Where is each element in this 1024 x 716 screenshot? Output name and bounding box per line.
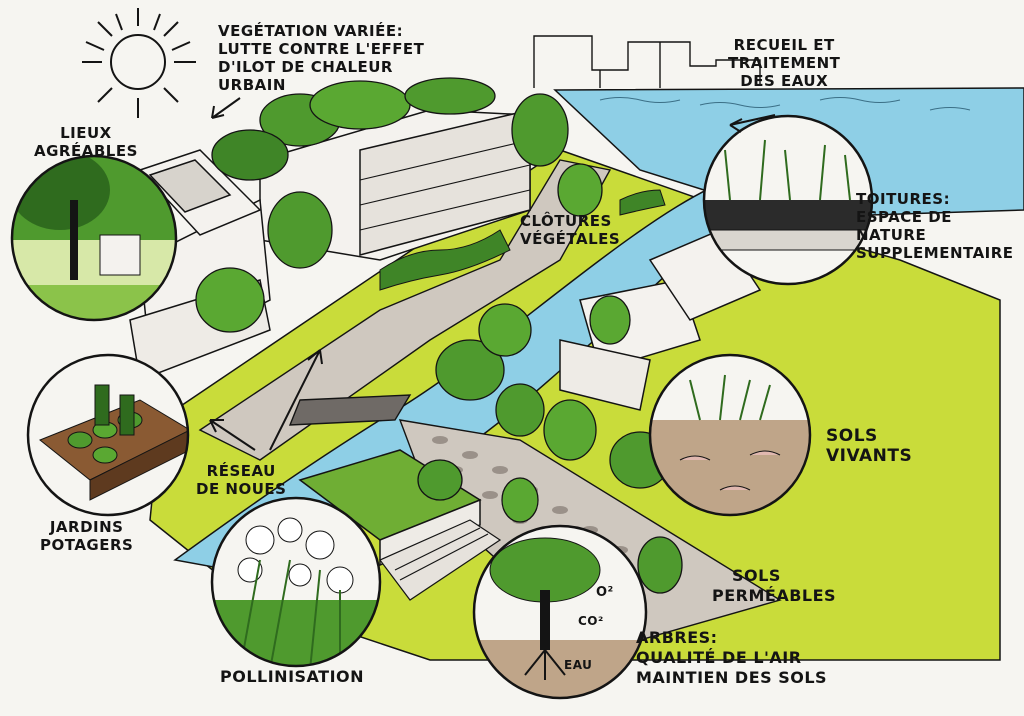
label-sols-vivants: SOLS VIVANTS	[826, 426, 912, 466]
label-co2: CO²	[578, 612, 604, 630]
footbridge	[290, 395, 410, 425]
label-eau: EAU	[564, 656, 592, 674]
label-sols-permeables: SOLS PERMÉABLES	[712, 566, 836, 606]
label-reseau-noues: RÉSEAU DE NOUES	[196, 462, 286, 498]
label-eaux: RECUEIL ET TRAITEMENT DES EAUX	[728, 36, 840, 90]
label-jardins: JARDINS POTAGERS	[40, 518, 133, 554]
label-arbres: ARBRES: QUALITÉ DE L'AIR MAINTIEN DES SO…	[636, 628, 827, 688]
label-toitures: TOITURES: ESPACE DE NATURE SUPPLEMENTAIR…	[856, 190, 1014, 262]
sun-icon	[82, 8, 196, 118]
label-lieux-agreables: LIEUX AGRÉABLES	[34, 124, 138, 160]
label-vegetation: VEGÉTATION VARIÉE: LUTTE CONTRE L'EFFET …	[218, 22, 424, 94]
label-pollinisation: POLLINISATION	[220, 668, 364, 686]
city-skyline	[534, 36, 760, 88]
label-o2: O²	[596, 584, 614, 602]
label-clotures: CLÔTURES VÉGÉTALES	[520, 212, 620, 248]
